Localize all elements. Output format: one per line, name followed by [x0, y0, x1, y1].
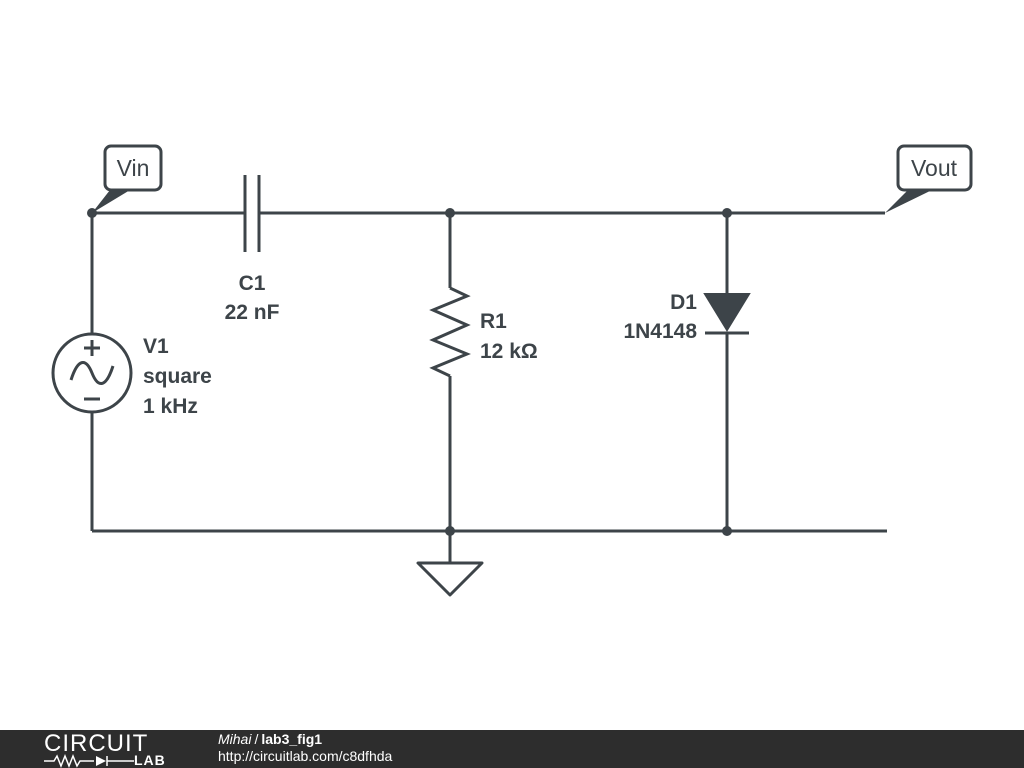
port-vin[interactable]: Vin [92, 144, 163, 213]
circuit-name-link[interactable]: lab3_fig1 [261, 731, 323, 747]
logo-word-circuit: CIRCUIT [44, 730, 149, 757]
voltage-source-v1[interactable] [51, 332, 133, 414]
r1-ref-label: R1 [480, 310, 507, 333]
logo-word-lab: LAB [134, 752, 166, 768]
circuit-url-link[interactable]: http://circuitlab.com/c8dfhda [218, 748, 393, 764]
port-vin-label: Vin [117, 155, 150, 181]
c1-value-label: 22 nF [225, 301, 280, 324]
v1-frequency-label: 1 kHz [143, 395, 198, 418]
circuit-meta: Mihai/lab3_fig1 http://circuitlab.com/c8… [218, 731, 392, 765]
junction-dot [722, 526, 732, 536]
resistor-r1[interactable] [429, 286, 471, 378]
port-vout-label: Vout [911, 155, 958, 181]
wires [90, 211, 887, 563]
junction-dot [445, 526, 455, 536]
d1-ref-label: D1 [670, 291, 697, 314]
schematic: C1 22 nF R1 12 kΩ D1 1N4148 V1 square 1 … [51, 144, 973, 597]
ground-icon [416, 561, 484, 597]
d1-part-label: 1N4148 [623, 320, 697, 343]
r1-value-label: 12 kΩ [480, 340, 538, 363]
junction-dot [445, 208, 455, 218]
v1-waveform-label: square [143, 365, 212, 388]
junction-dot [722, 208, 732, 218]
logo-resistor-diode-icon [44, 754, 134, 768]
diode-d1[interactable] [703, 293, 751, 335]
circuitlab-logo[interactable]: CIRCUIT LAB [44, 730, 174, 768]
capacitor-c1[interactable] [243, 175, 261, 252]
path-separator: / [254, 731, 259, 747]
c1-ref-label: C1 [239, 272, 266, 295]
sine-wave-icon [69, 361, 115, 385]
port-vout[interactable]: Vout [885, 144, 973, 213]
footer-bar: CIRCUIT LAB Mihai/lab3_fig1 http://circu… [0, 730, 1024, 768]
v1-ref-label: V1 [143, 335, 169, 358]
author-link[interactable]: Mihai [218, 731, 252, 747]
